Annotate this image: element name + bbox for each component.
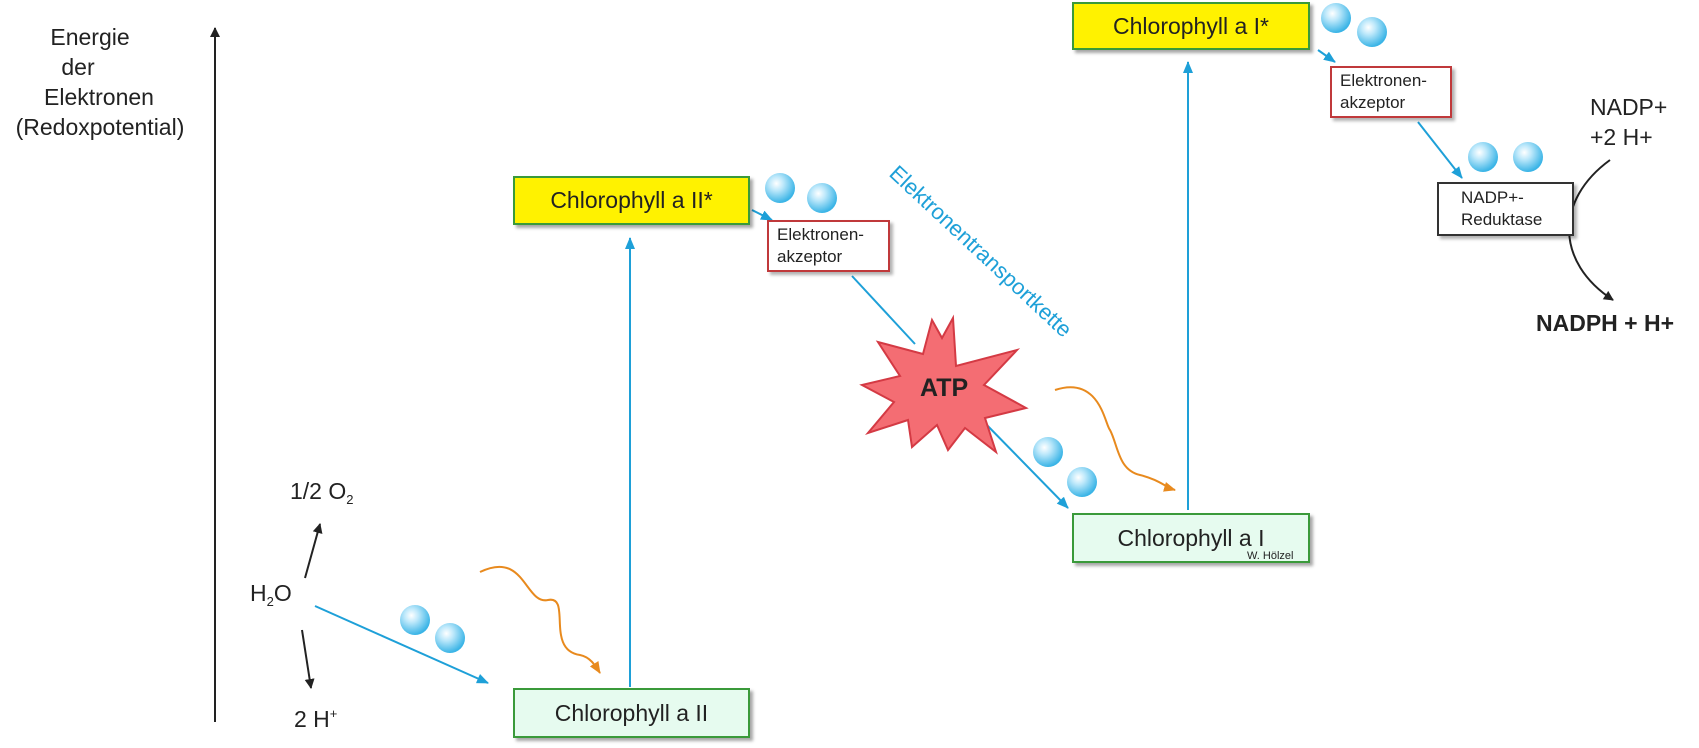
reductase-line: NADP+- <box>1461 188 1524 207</box>
chl-a1-star-to-acceptor-arrow <box>1317 49 1336 63</box>
protons-arrow <box>301 629 315 689</box>
axis-label-line: der <box>61 54 95 80</box>
water-subscript: 2 <box>266 594 274 609</box>
chlorophyll-a1-star-label: Chlorophyll a I* <box>1113 12 1269 39</box>
chlorophyll-a1-label: Chlorophyll a I <box>1117 524 1265 551</box>
chlorophyll-a1-box: Chlorophyll a I <box>1072 513 1310 563</box>
electron-ball <box>1321 3 1351 33</box>
light-wave-ps1 <box>1054 386 1176 492</box>
atp-label: ATP <box>920 374 969 402</box>
electron-ball <box>1513 142 1543 172</box>
atp-to-chl-a1-arrow <box>979 417 1069 509</box>
reductase-line: Reduktase <box>1461 210 1543 229</box>
chl-a2-star-to-acceptor-arrow <box>751 209 773 221</box>
author-credit: W. Hölzel <box>1247 550 1294 562</box>
water-o: O <box>273 580 292 606</box>
oxygen-arrow <box>304 523 323 579</box>
electron-transport-chain-label: Elektronentransportkette <box>885 160 1077 342</box>
protons-label: 2 H+ <box>294 706 337 733</box>
acceptor-line: Elektronen- <box>777 225 864 244</box>
nadp-reductase-box: NADP+- Reduktase <box>1437 182 1574 236</box>
oxygen-main: 1/2 O <box>290 478 347 504</box>
electron-ball <box>765 173 795 203</box>
nadph-product-label: NADPH + H+ <box>1536 310 1675 336</box>
chlorophyll-a1-star-box: Chlorophyll a I* <box>1072 2 1310 50</box>
nadp-plus-label: NADP+ <box>1590 94 1668 120</box>
protons-superscript: + <box>329 706 338 721</box>
electron-ball <box>400 605 430 635</box>
chlorophyll-a2-star-label: Chlorophyll a II* <box>550 187 713 213</box>
acceptor-line: akzeptor <box>1340 93 1406 112</box>
chlorophyll-a2-label: Chlorophyll a II <box>554 699 709 726</box>
light-wave-ps2 <box>479 565 601 674</box>
electron-ball <box>435 623 465 653</box>
two-protons-label: +2 H+ <box>1590 124 1653 150</box>
electron-ball <box>1033 437 1063 467</box>
electron-ball <box>807 183 837 213</box>
water-to-chl-a2-arrow <box>314 605 489 684</box>
protons-main: 2 H <box>294 706 330 732</box>
oxygen-label: 1/2 O2 <box>290 478 354 507</box>
acceptor-line: Elektronen- <box>1340 71 1427 90</box>
electron-ball <box>1468 142 1498 172</box>
axis-label-line: (Redoxpotential) <box>15 114 185 140</box>
electron-ball <box>1067 467 1097 497</box>
electron-ball <box>1357 17 1387 47</box>
axis-label-line: Energie <box>50 24 130 50</box>
electron-acceptor-ps1: Elektronen- akzeptor <box>1330 66 1452 118</box>
acceptor-to-reductase-arrow <box>1417 121 1463 179</box>
chlorophyll-a2-star-box: Chlorophyll a II* <box>513 176 750 225</box>
acceptor-to-atp-line <box>851 275 916 345</box>
electron-acceptor-ps2: Elektronen- akzeptor <box>767 220 890 272</box>
energy-axis-label: Energie der Elektronen (Redoxpotential) <box>0 22 200 142</box>
acceptor-line: akzeptor <box>777 247 843 266</box>
water-label: H2O <box>250 580 292 609</box>
chlorophyll-a2-box: Chlorophyll a II <box>513 688 750 738</box>
nadp-reduction-arrow <box>1568 159 1614 301</box>
axis-label-line: Elektronen <box>44 84 154 110</box>
oxygen-subscript: 2 <box>346 492 354 507</box>
atp-starburst <box>859 314 1029 455</box>
water-h: H <box>250 580 267 606</box>
